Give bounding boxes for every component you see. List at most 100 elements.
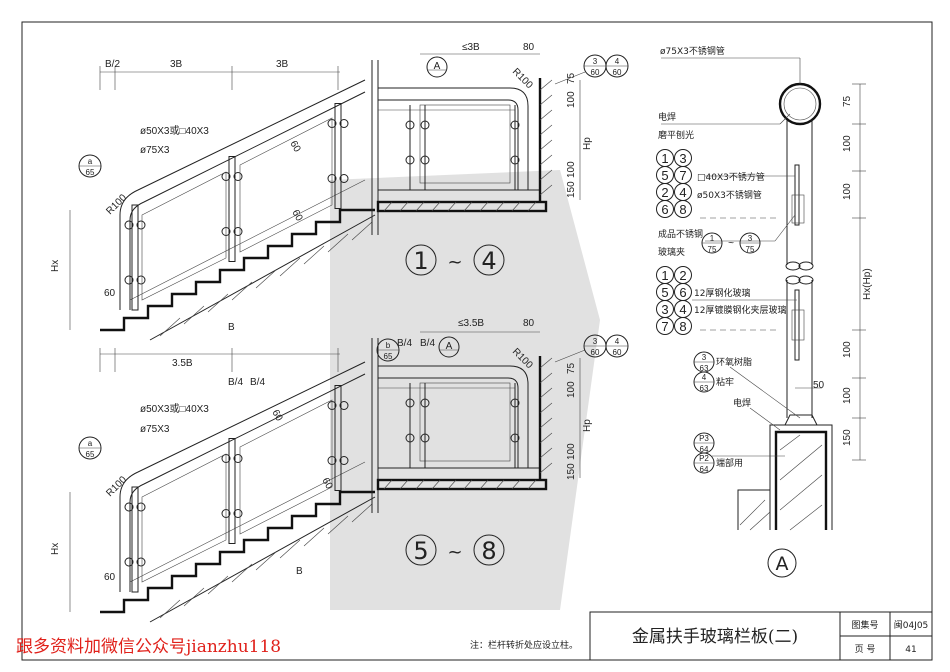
stair-steps (100, 490, 375, 614)
label: R100 (510, 66, 535, 91)
post (228, 438, 236, 544)
hatch (279, 539, 301, 559)
label: 50 (813, 380, 825, 391)
dim-b: B (296, 566, 303, 577)
label-handrail: ø75X3 (140, 145, 170, 156)
label: 电焊 (733, 397, 751, 409)
label: 环氧树脂 (716, 356, 752, 368)
circled-number-label: 2 (679, 268, 686, 283)
circled-number-label: 8 (679, 319, 686, 334)
glass-clamp (233, 227, 243, 236)
hatch (159, 317, 181, 337)
label-rail: ø50X3或□40X3 (140, 403, 209, 415)
label: 75 (566, 72, 577, 84)
hatch (183, 305, 205, 325)
glass-clamp (124, 502, 134, 512)
glass-clamp (405, 433, 415, 443)
page-no: 41 (905, 645, 916, 655)
glass-panel (141, 171, 227, 301)
label: A (776, 553, 789, 575)
label: a (88, 439, 93, 448)
hatch (479, 479, 489, 490)
hatch (539, 447, 553, 459)
hatch (479, 201, 489, 212)
label: 3 (593, 337, 598, 346)
glass-clamp (510, 155, 520, 165)
glass-clamp (136, 275, 146, 285)
hatch (463, 479, 473, 490)
label: 63 (700, 384, 709, 393)
label: 80 (523, 318, 535, 329)
label: 12厚镀膜钢化夹层玻璃 (694, 304, 786, 316)
glass-clamp (339, 174, 349, 183)
elevation-2-labels: 3.5B B/4 B/4 B 60 Hx ø50X3或□40X3 ø75X3 R… (50, 358, 335, 583)
glass-clamp (405, 155, 415, 165)
label: 75 (746, 245, 755, 254)
label: 4 (702, 373, 707, 382)
glass-clamp (233, 509, 243, 518)
hatch (539, 124, 553, 136)
glass-clamp (420, 433, 430, 443)
label: 12厚钢化玻璃 (694, 287, 750, 299)
hatch (159, 599, 181, 619)
hatch (279, 257, 301, 277)
elevation-1-labels: B/2 3B 3B B 60 Hx ø50X3或□40X3 ø75X3 R100… (50, 59, 305, 333)
glass-clamp (405, 120, 415, 130)
detail-a: 75 100 100 Hx(Hp) 100 100 150 ø75X3不锈钢管 … (656, 45, 873, 578)
railing-section-1 (371, 53, 586, 235)
circled-number (656, 317, 674, 335)
stair-steps (100, 208, 375, 332)
label: 磨平刨光 (658, 129, 694, 141)
label: 5 (413, 537, 428, 565)
hatch (351, 503, 373, 523)
label: 65 (86, 450, 95, 459)
hatch (383, 479, 393, 490)
label: 64 (700, 445, 709, 454)
hatch (539, 372, 553, 384)
circled-number-label: 1 (661, 268, 668, 283)
glass-clamp (124, 220, 134, 230)
label-rail: ø50X3或□40X3 (140, 125, 209, 137)
glass-clamp (136, 557, 146, 567)
label: B/4 (420, 338, 435, 349)
page-label: 页 号 (855, 644, 876, 655)
hatch (327, 515, 349, 535)
label: a (88, 157, 93, 166)
label-radius: R100 (104, 474, 129, 499)
post (131, 204, 139, 311)
label: 75 (842, 95, 853, 107)
circled-number-label: 4 (679, 185, 686, 200)
glass-panel (239, 117, 333, 253)
label: Hp (582, 137, 593, 150)
post (334, 385, 342, 491)
label: 100 (566, 91, 577, 108)
circled-number-label: 3 (679, 151, 686, 166)
label-60: 60 (289, 208, 304, 224)
glass-panel (239, 399, 333, 535)
label: 粘牢 (716, 376, 734, 388)
hatch (495, 479, 505, 490)
glass-clamp (510, 433, 520, 443)
circled-number-label: 7 (679, 168, 686, 183)
leader (554, 349, 586, 363)
glass-clamp (339, 401, 349, 410)
label: 100 (842, 135, 853, 152)
label: 3 (593, 57, 598, 66)
glass-clamp (420, 398, 430, 408)
label: 75 (566, 362, 577, 374)
label: 4 (615, 337, 620, 346)
label: 8 (481, 537, 496, 565)
glass-clamp (233, 172, 243, 181)
hatch (231, 563, 253, 583)
stair-soffit (149, 496, 376, 623)
label: 60 (613, 68, 622, 77)
hatch (539, 184, 553, 196)
label: 60 (591, 348, 600, 357)
label: ~ (728, 238, 734, 249)
hatch (183, 587, 205, 607)
hatch (539, 402, 553, 414)
glass-clamp (233, 454, 243, 463)
dim-b-half: B/2 (105, 59, 120, 70)
label-60: 60 (319, 476, 334, 492)
hatch (255, 551, 277, 571)
